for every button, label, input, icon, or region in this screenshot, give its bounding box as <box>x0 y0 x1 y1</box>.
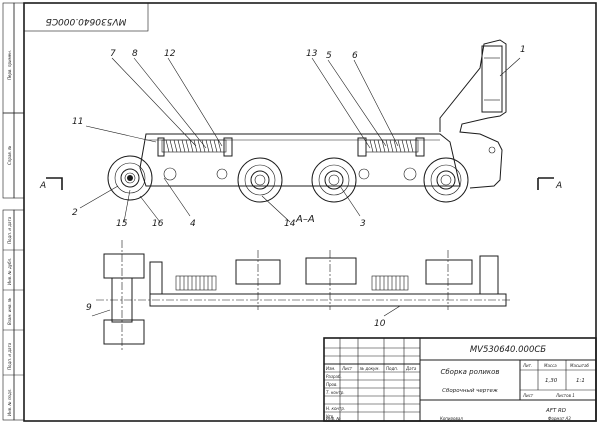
margin-label-sprav: Справ. № <box>7 146 12 165</box>
callout-11: 11 <box>72 117 83 127</box>
row-izm: Изм. <box>326 366 335 371</box>
margin-label-vzam: Взам. инв. № <box>7 298 12 325</box>
row-list: Лист <box>341 366 353 371</box>
margin-label-perv: Перв. примен. <box>7 50 12 80</box>
title-name: Сборка роликов <box>440 368 499 376</box>
row-ndoc: № докум. <box>359 366 380 371</box>
margin-label-podp1: Подп. и дата <box>7 216 12 244</box>
callout-14: 14 <box>284 219 296 229</box>
title-mass-value: 1,30 <box>545 378 558 384</box>
top-stamp: MV530640.000СБ <box>23 2 149 32</box>
row-data: Дата <box>405 366 417 371</box>
title-scale-label: Масштаб <box>570 363 590 368</box>
callout-2: 2 <box>72 208 78 218</box>
section-marker-left: А <box>39 181 46 191</box>
title-sheet-label: Лист <box>522 393 534 398</box>
section-view <box>96 240 510 350</box>
title-mass-label: Масса <box>544 363 557 368</box>
callout-15: 15 <box>116 219 128 229</box>
callout-12: 12 <box>164 49 176 59</box>
title-inv: Инв. № <box>326 416 341 421</box>
margin-label-inv-dubl: Инв. № дубл. <box>7 258 12 285</box>
section-label: А–А <box>295 214 315 225</box>
top-view-assembly <box>46 39 554 203</box>
callout-8: 8 <box>132 49 138 59</box>
top-stamp-designation: MV530640.000СБ <box>46 16 127 26</box>
left-margin-strip: Перв. примен. Справ. № Подп. и дата Инв.… <box>2 2 25 421</box>
roller-3 <box>311 157 357 203</box>
roller-2 <box>237 157 283 203</box>
roller-4 <box>423 157 469 203</box>
margin-label-podp2: Подп. и дата <box>7 342 12 370</box>
row-utv: Утв. <box>326 414 334 419</box>
callout-leaders <box>79 57 521 317</box>
sheet-frame <box>23 2 597 422</box>
title-organization: AFT RD <box>545 408 566 414</box>
title-scale-value: 1:1 <box>576 378 585 384</box>
row-podp: Подп. <box>386 366 398 371</box>
callout-4: 4 <box>190 219 196 229</box>
callout-5: 5 <box>326 51 332 61</box>
title-doc-type: Сборочный чертеж <box>442 388 498 394</box>
margin-label-inv-podl: Инв. № подл. <box>7 388 12 416</box>
row-razrab: Разраб. <box>326 374 342 379</box>
title-designation: MV530640.000СБ <box>470 345 546 355</box>
callout-7: 7 <box>110 49 116 59</box>
section-marker-right: А <box>555 181 562 191</box>
callout-13: 13 <box>306 49 318 59</box>
title-format: Формат А3 <box>548 416 571 421</box>
callout-9: 9 <box>86 303 92 313</box>
row-nkontr: Н. контр. <box>326 406 345 411</box>
roller-1 <box>107 155 153 201</box>
title-block <box>323 337 597 422</box>
callout-3: 3 <box>360 219 366 229</box>
title-lit-label: Лит. <box>522 363 532 368</box>
title-sheets-label: Листов 1 <box>555 393 575 398</box>
row-tkontr: Т. контр. <box>326 390 345 395</box>
callout-6: 6 <box>352 51 358 61</box>
callout-16: 16 <box>152 219 164 229</box>
callout-10: 10 <box>374 319 386 329</box>
row-prov: Пров. <box>326 382 338 387</box>
title-copied: Копировал <box>440 416 463 421</box>
callout-1: 1 <box>520 45 526 55</box>
